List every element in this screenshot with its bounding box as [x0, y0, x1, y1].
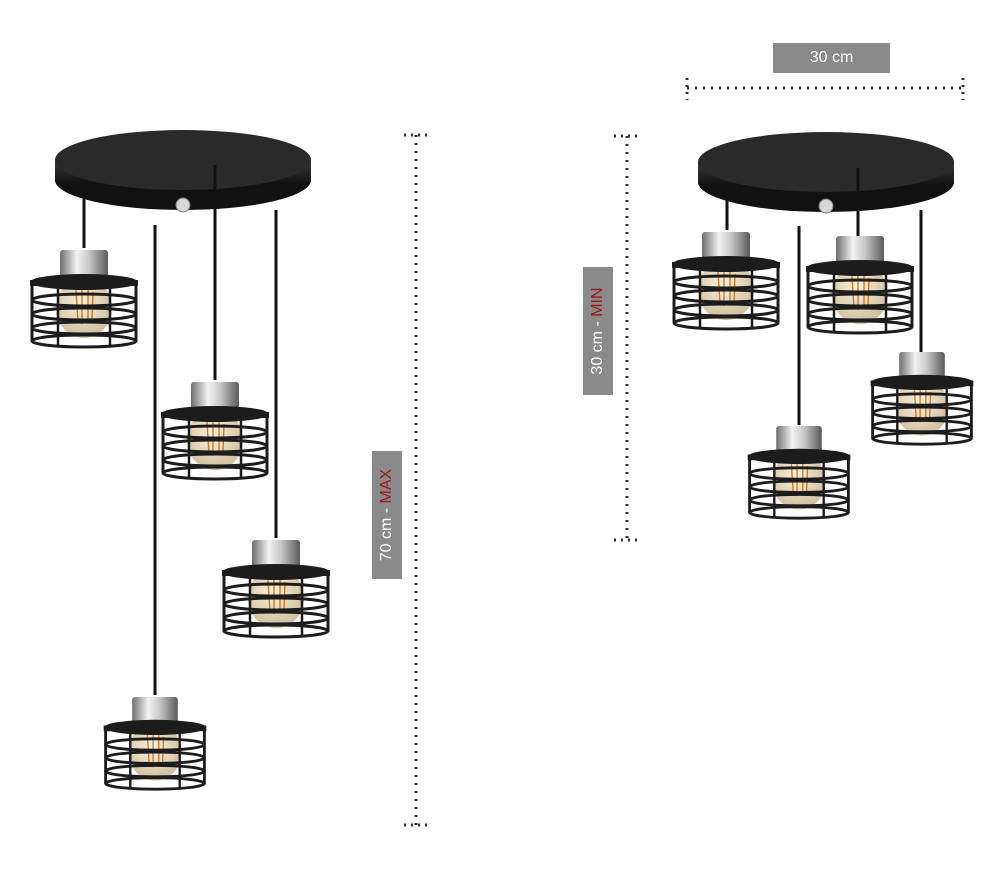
- cage-pendant-icon: [220, 538, 332, 639]
- max-height-label: 70 cm - MAX: [372, 451, 402, 579]
- lamp-min: [670, 132, 975, 520]
- dimension-line-icon: [404, 133, 430, 827]
- ceiling-canopy-icon: [55, 130, 311, 213]
- cage-pendant-icon: [746, 424, 852, 520]
- cage-pendant-icon: [159, 380, 271, 481]
- width-label: 30 cm: [773, 43, 890, 73]
- ceiling-canopy-icon: [698, 132, 954, 214]
- dimension-line-icon: [614, 134, 640, 542]
- dimension-line-icon: [685, 78, 965, 100]
- min-height-tag: MIN: [589, 287, 606, 317]
- max-height-tag: MAX: [378, 468, 395, 504]
- min-height-label: 30 cm - MIN: [583, 267, 613, 395]
- cage-pendant-icon: [804, 234, 916, 335]
- lamp-max: [28, 130, 332, 791]
- min-height-value: 30 cm -: [589, 316, 606, 375]
- cage-pendant-icon: [28, 248, 140, 349]
- cage-pendant-icon: [869, 350, 975, 446]
- cage-pendant-icon: [102, 695, 208, 791]
- cage-pendant-icon: [670, 230, 782, 331]
- max-height-value: 70 cm -: [378, 503, 395, 562]
- width-label-text: 30 cm: [809, 49, 854, 66]
